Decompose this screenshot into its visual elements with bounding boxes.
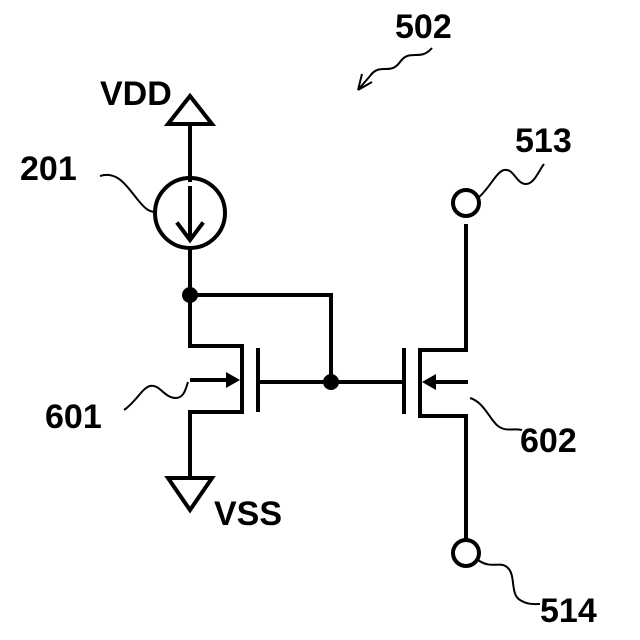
terminal-513 (453, 190, 479, 216)
current-source-leader (100, 175, 156, 212)
terminal-513-label: 513 (515, 122, 572, 160)
vss-symbol (168, 478, 212, 510)
t602-body-arrow-head (422, 374, 436, 390)
terminal-514 (453, 540, 479, 566)
terminal-514-label: 514 (540, 592, 597, 630)
vdd-symbol (168, 96, 212, 124)
t601-body-arrow-head (226, 372, 240, 388)
figure-ref-label: 502 (395, 8, 452, 46)
vdd-label: VDD (100, 75, 172, 113)
vss-label: VSS (214, 495, 282, 533)
t601-leader (124, 382, 188, 410)
current-source-label: 201 (20, 150, 77, 188)
figure-ref-arrowhead (358, 74, 372, 90)
t602-leader (470, 398, 522, 430)
terminal-513-leader (478, 164, 544, 198)
terminal-514-leader (478, 560, 540, 604)
t601-label: 601 (45, 398, 102, 436)
figure-ref-leader (370, 48, 432, 76)
t602-label: 602 (520, 422, 577, 460)
